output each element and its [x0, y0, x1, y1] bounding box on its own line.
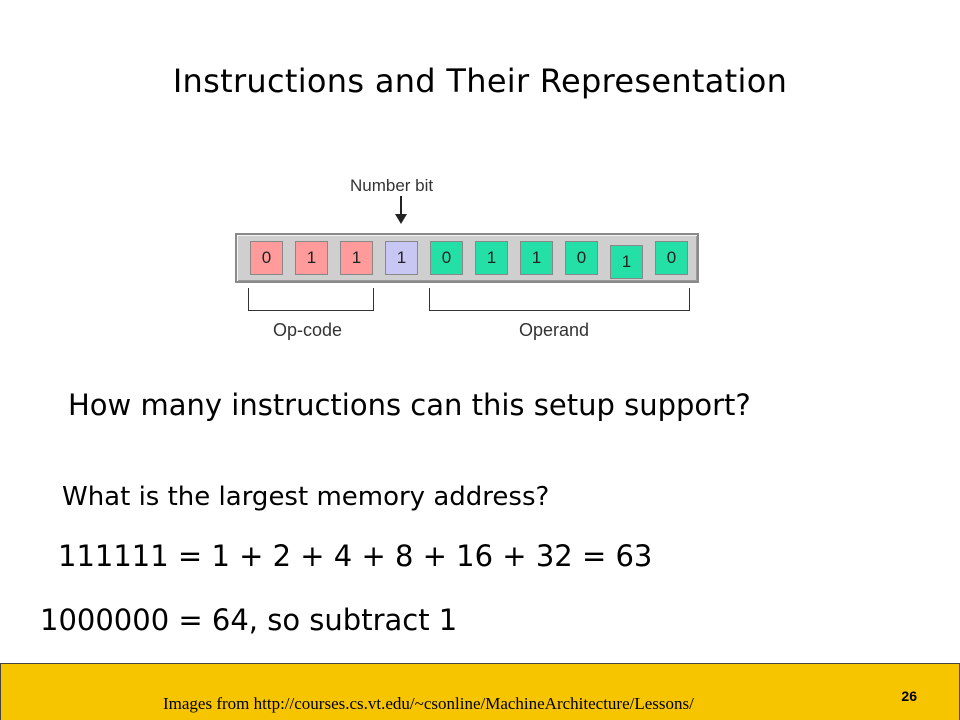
bit-cell: 1 — [520, 241, 553, 275]
operand-label: Operand — [519, 320, 590, 340]
question-instructions: How many instructions can this setup sup… — [68, 388, 751, 422]
bit-cell: 1 — [385, 241, 418, 275]
bit-cell: 0 — [655, 241, 688, 275]
bit-cell: 1 — [610, 245, 643, 279]
question-memory-address: What is the largest memory address? — [62, 482, 550, 512]
number-bit-label: Number bit — [350, 176, 434, 195]
bit-cell: 1 — [340, 241, 373, 275]
bit-cell: 1 — [475, 241, 508, 275]
bit-cell: 0 — [250, 241, 283, 275]
equation-text: 111111 = 1 + 2 + 4 + 8 + 16 + 32 = 63 — [58, 539, 653, 573]
image-credit: Images from http://courses.cs.vt.edu/~cs… — [163, 694, 694, 713]
instruction-register: 0 1 1 1 0 1 1 0 1 0 — [235, 233, 699, 283]
bit-cell: 0 — [430, 241, 463, 275]
bit-cell: 1 — [295, 241, 328, 275]
operand-bracket — [429, 288, 690, 311]
opcode-label: Op-code — [273, 320, 343, 340]
pointer-arrow-line — [400, 196, 402, 218]
instruction-format-diagram: Number bit 0 1 1 1 0 1 1 0 1 0 Op-code O… — [233, 170, 703, 350]
opcode-bracket — [248, 288, 374, 311]
pointer-arrow-icon — [395, 214, 407, 224]
footer-bar: Images from http://courses.cs.vt.edu/~cs… — [0, 663, 960, 720]
bit-cell: 0 — [565, 241, 598, 275]
page-number: 26 — [901, 688, 917, 704]
note-text: 1000000 = 64, so subtract 1 — [40, 603, 458, 637]
slide-title: Instructions and Their Representation — [172, 62, 788, 100]
